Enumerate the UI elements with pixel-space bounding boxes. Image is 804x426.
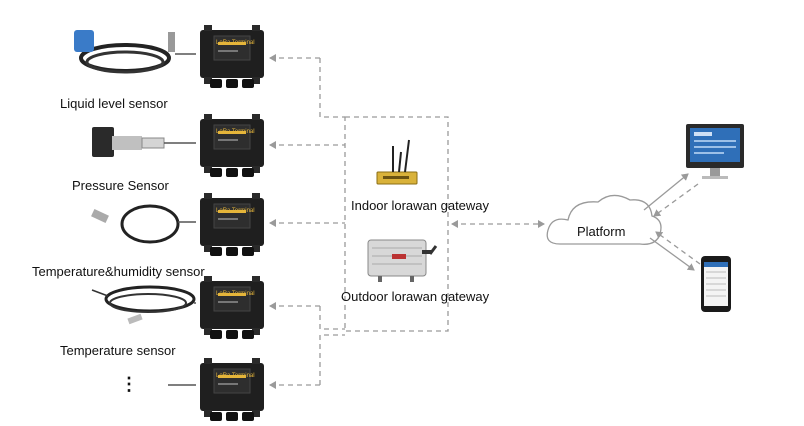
liquid-level-sensor-icon (74, 30, 196, 74)
sensor-label-temp-humidity: Temperature&humidity sensor (32, 264, 205, 279)
lora-terminal-5 (199, 357, 265, 422)
terminal-label: LoRa Terminal (216, 129, 255, 135)
terminal-label: LoRa Terminal (216, 208, 255, 214)
indoor-gateway-label: Indoor lorawan gateway (351, 198, 490, 213)
terminal-links (269, 54, 345, 389)
lora-terminal-2 (199, 113, 265, 178)
temp-humidity-sensor-icon (91, 204, 196, 244)
gateway-group-box (344, 116, 449, 332)
platform-label: Platform (577, 224, 626, 239)
outdoor-gateway-icon (367, 239, 438, 282)
temperature-sensor-icon (91, 285, 196, 325)
terminal-label: LoRa Terminal (216, 40, 255, 46)
terminal-label: LoRa Terminal (216, 373, 255, 379)
monitor-icon (686, 124, 744, 179)
lora-terminal-1 (199, 24, 265, 89)
more-sensors-ellipsis: ⋮ (120, 374, 138, 394)
platform-device-links (643, 173, 701, 271)
outdoor-gateway-label: Outdoor lorawan gateway (341, 289, 490, 304)
indoor-gateway-icon (376, 139, 418, 185)
sensor-label-pressure: Pressure Sensor (72, 178, 169, 193)
lora-terminal-3 (199, 192, 265, 257)
sensor-label-liquid-level: Liquid level sensor (60, 96, 168, 111)
phone-icon (701, 256, 731, 312)
sensor-label-temperature: Temperature sensor (60, 343, 176, 358)
terminal-label: LoRa Terminal (216, 291, 255, 297)
pressure-sensor-icon (92, 127, 196, 157)
lora-terminal-4 (199, 275, 265, 340)
